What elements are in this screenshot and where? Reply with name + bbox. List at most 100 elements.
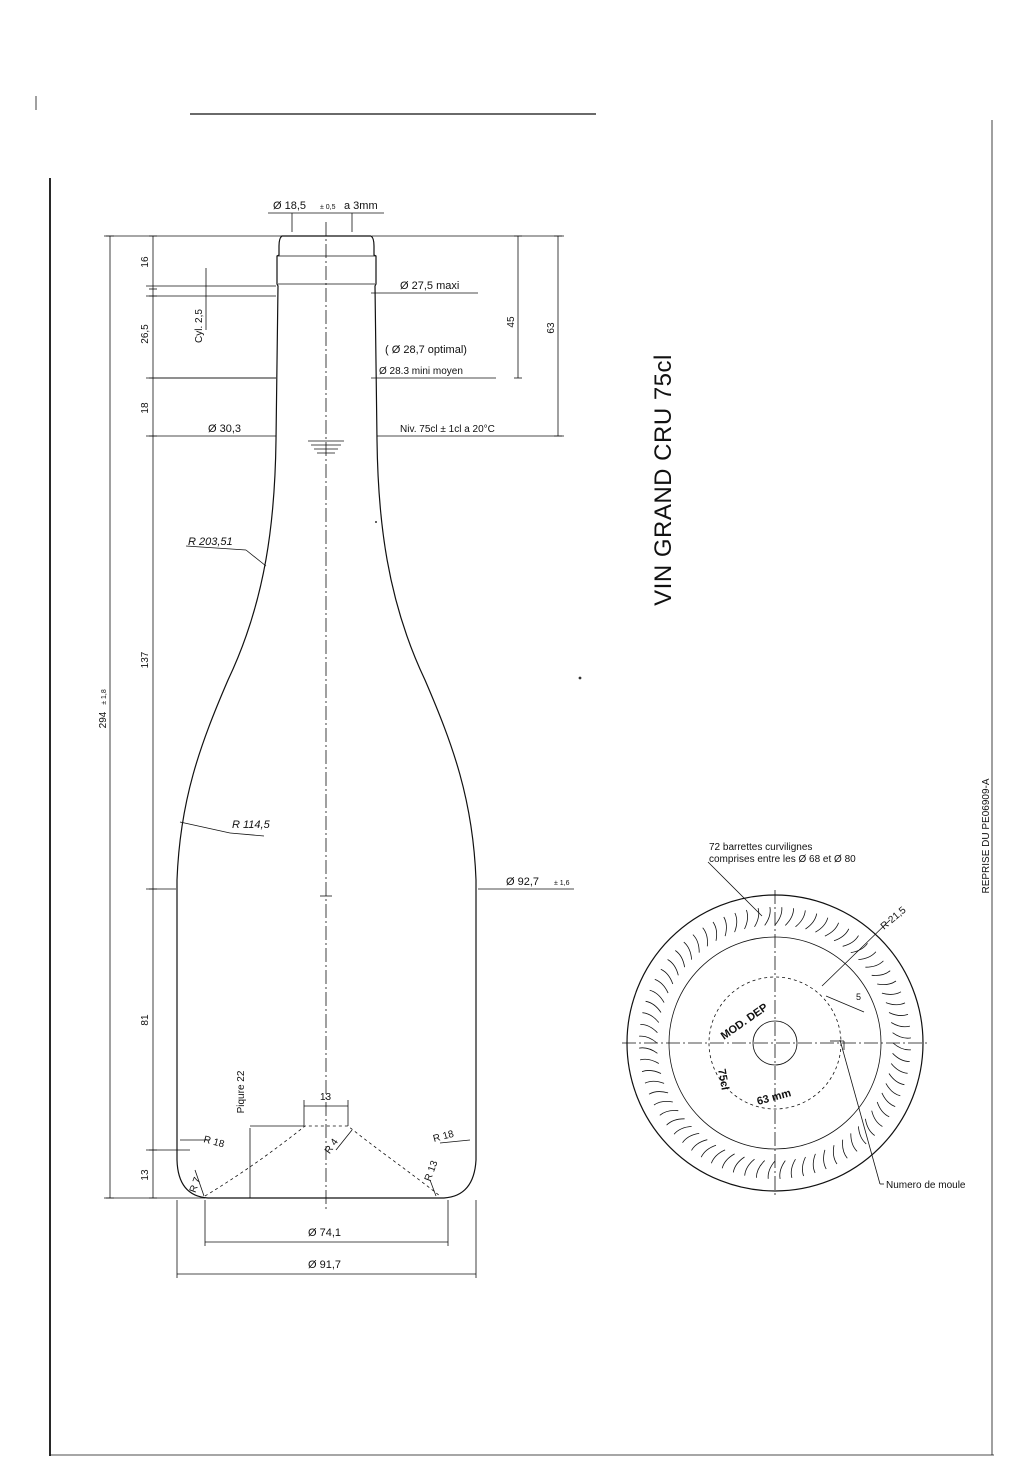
base-rib: [639, 1035, 658, 1044]
base-rib: [881, 991, 902, 995]
finish-diam: Ø 27,5 maxi: [400, 280, 459, 292]
drawing-title: VIN GRAND CRU 75cl: [650, 354, 677, 606]
base-rib: [639, 1047, 658, 1054]
base-rib: [721, 1153, 735, 1169]
fill-level: Niv. 75cl ± 1cl a 20°C: [400, 424, 495, 435]
base-rib: [667, 959, 679, 976]
base-rib: [644, 1080, 665, 1084]
base-rib: [711, 1149, 726, 1164]
r18-left: R 18: [202, 1134, 226, 1150]
base-rib: [756, 1160, 765, 1178]
base-rib: [779, 1160, 786, 1179]
cylinder-tol: Cyl. 2,5: [194, 309, 205, 343]
neck-optimal: ( Ø 28,7 optimal): [385, 344, 467, 356]
body-tol: ± 1,6: [554, 880, 570, 887]
base-rib: [692, 934, 700, 953]
base-rib: [683, 941, 692, 960]
base-rib: [888, 1012, 909, 1016]
base-rib: [892, 1032, 911, 1039]
stray-mark: [375, 521, 377, 523]
base-rib: [648, 1091, 669, 1095]
base-rib: [774, 907, 783, 926]
base-rib: [877, 980, 897, 986]
base-rib: [888, 1073, 905, 1086]
base-view: 72 barrettes curvilignes comprises entre…: [622, 842, 966, 1196]
height-63: 63: [546, 322, 557, 334]
base-rib: [754, 907, 760, 928]
total-height-tol: ± 1,8: [101, 689, 108, 705]
base-rib: [675, 950, 685, 968]
base-rib: [795, 910, 806, 928]
neck-top-at: a 3mm: [344, 200, 378, 212]
height-81: 81: [140, 1014, 151, 1026]
base-rib: [858, 1126, 867, 1145]
fill-level-mark: [308, 440, 344, 454]
mark-capacity: 75cl: [715, 1068, 731, 1091]
base-rib: [823, 1149, 827, 1170]
bottle-profile: [176, 222, 477, 1210]
base-rib: [645, 1000, 662, 1013]
r13: R 13: [423, 1159, 441, 1183]
neck-top-diam: Ø 18,5: [273, 200, 306, 212]
base-rib: [850, 943, 868, 953]
dimension-labels: Ø 18,5 ± 0,5 a 3mm Ø 27,5 maxi ( Ø 28,7 …: [98, 200, 570, 1271]
base-rib: [881, 1092, 896, 1107]
base-rib: [666, 1118, 685, 1126]
base-rib: [702, 927, 708, 947]
base-rib: [858, 951, 877, 960]
r7: R 7: [188, 1176, 204, 1195]
base-rib: [734, 912, 738, 933]
base-ribs: [639, 907, 911, 1179]
punt-profile: [204, 1125, 441, 1197]
shoulder-radius: R 203,51: [188, 536, 233, 548]
base-rib: [712, 921, 718, 941]
base-rib: [682, 1133, 700, 1143]
base-rib: [659, 1110, 679, 1116]
base-rib: [833, 928, 850, 942]
drawing-reference: REPRISE DU PE06909-A: [981, 778, 992, 893]
base-rib: [785, 908, 794, 926]
height-137: 137: [140, 651, 151, 668]
horizontal-dimensions: [157, 212, 574, 1278]
base-rib: [885, 1002, 906, 1006]
height-45: 45: [506, 316, 517, 328]
mould-number-label: Numero de moule: [886, 1180, 966, 1191]
base-rib: [673, 1126, 692, 1135]
base-rib: [890, 1063, 908, 1074]
height-18: 18: [140, 402, 151, 414]
base-rib: [649, 989, 665, 1003]
base-rib: [641, 1070, 662, 1074]
r18-right: R 18: [432, 1129, 456, 1145]
base-contact-diam: Ø 74,1: [308, 1227, 341, 1239]
mark-diam: 63 mm: [756, 1087, 793, 1108]
base-rib: [871, 1110, 883, 1127]
base-rib: [865, 960, 884, 968]
base-rib: [865, 1118, 875, 1136]
base-rib: [723, 916, 727, 937]
base-rib: [691, 1139, 708, 1151]
stray-mark: [578, 676, 582, 680]
base-rib: [653, 1100, 673, 1106]
base-rib: [805, 913, 818, 930]
mark-mod-dep: MOD. DEP: [719, 1001, 770, 1042]
height-16: 16: [140, 256, 151, 268]
base-rib: [764, 907, 771, 926]
height-26-5: 26,5: [140, 324, 151, 344]
rib-note-line2: comprises entre les Ø 68 et Ø 80: [709, 854, 856, 865]
base-rib: [871, 970, 891, 976]
base-radius: R 21,5: [879, 905, 909, 933]
base-rib: [890, 1022, 911, 1028]
base-rib: [892, 1053, 910, 1062]
neck-min: Ø 28.3 mini moyen: [379, 366, 463, 377]
base-rib: [850, 1133, 858, 1152]
base-dim-5: 5: [856, 992, 861, 1002]
height-13: 13: [140, 1169, 151, 1181]
base-rib: [842, 1139, 848, 1159]
neck-top-tol: ± 0,5: [320, 204, 336, 211]
base-rib: [842, 935, 859, 947]
vertical-dimensions: [106, 235, 562, 1199]
base-rib: [802, 1156, 806, 1177]
base-rib: [832, 1145, 838, 1165]
base-rib: [815, 917, 829, 933]
